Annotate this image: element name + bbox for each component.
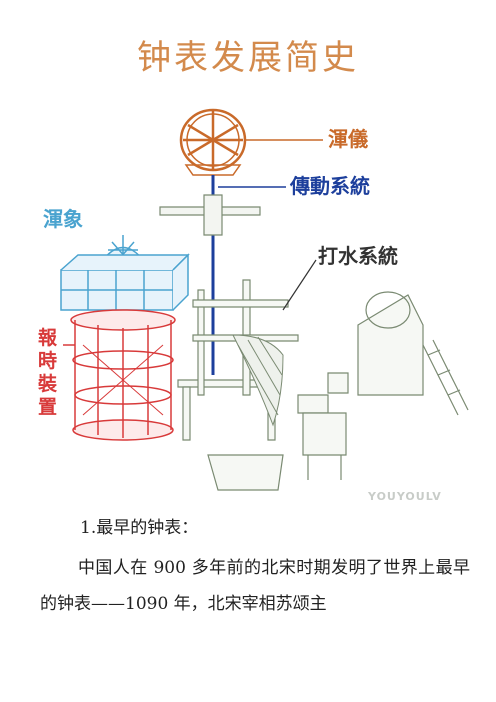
clock-tower-drawing: YOUYOULV xyxy=(60,108,469,503)
label-baoshi-char: 時 xyxy=(38,350,58,372)
label-hunyi: 渾儀 xyxy=(328,127,368,151)
label-baoshi-char: 裝 xyxy=(38,373,58,395)
label-chuandong: 傳動系統 xyxy=(290,174,370,198)
label-baoshi: 報 時 裝 置 xyxy=(38,327,60,419)
armillary-sphere xyxy=(179,108,247,176)
label-hunxiang: 渾象 xyxy=(43,207,83,231)
astronomical-clock-tower-illustration: YOUYOULV 渾儀 傳動系統 渾象 打水系統 報 時 裝 置 xyxy=(28,95,478,510)
dashui-leader-line xyxy=(282,259,317,311)
base-tray xyxy=(207,454,284,491)
page-title: 钟表发展简史 xyxy=(137,38,359,78)
label-baoshi-char: 報 xyxy=(38,327,58,349)
label-baoshi-char: 置 xyxy=(38,396,58,418)
label-dashui: 打水系統 xyxy=(318,244,398,268)
section-paragraph: 中国人在 900 多年前的北宋时期发明了世界上最早的钟表——1090 年，北宋宰… xyxy=(40,558,470,614)
tower-framework xyxy=(177,279,299,441)
water-wheel xyxy=(232,334,284,427)
celestial-globe xyxy=(60,235,190,311)
cross-beams xyxy=(159,194,261,236)
time-telling-device xyxy=(70,309,176,441)
watermark-text: YOUYOULV xyxy=(367,490,442,503)
section-heading: 1.最早的钟表： xyxy=(80,518,199,538)
water-lifting-system xyxy=(297,291,469,480)
